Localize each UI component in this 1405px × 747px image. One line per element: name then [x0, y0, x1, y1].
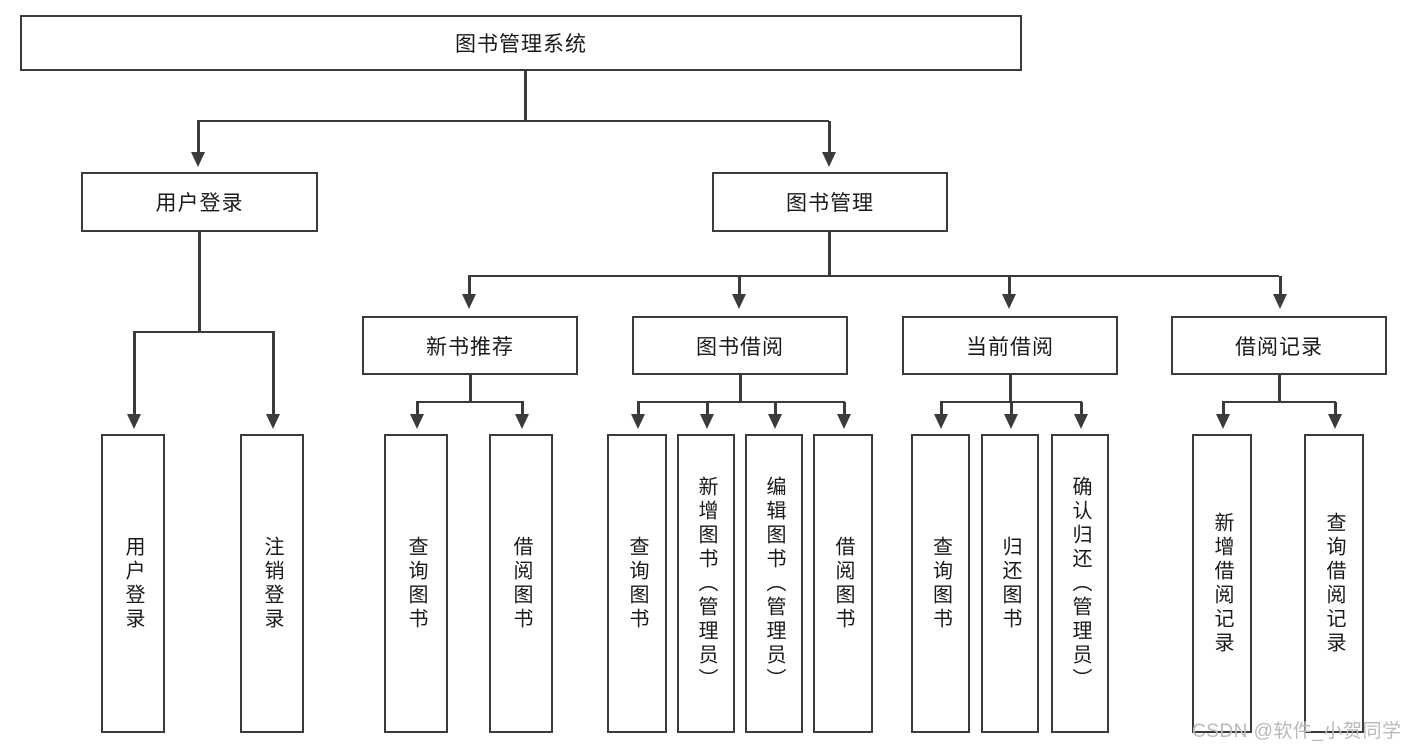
- arrow-nbr-to-leaf-2: [515, 414, 529, 429]
- leaf-label: 借阅图书: [510, 535, 532, 632]
- connector-nbr-stem: [469, 375, 472, 402]
- connector-cb-bus: [940, 400, 1082, 403]
- connector-bb-to-leaf-4: [843, 402, 846, 414]
- leaf-add-book[interactable]: 新增图书（管理员）: [677, 434, 735, 733]
- connector-br-to-leaf-2: [1334, 402, 1337, 414]
- leaf-confirm-return[interactable]: 确认归还（管理员）: [1051, 434, 1109, 733]
- arrow-user-login-to-leaf-2: [266, 414, 280, 429]
- connector-nbr-bus: [416, 400, 524, 403]
- connector-br-to-leaf-1: [1222, 402, 1225, 414]
- arrow-bb-to-leaf-1: [631, 414, 645, 429]
- arrow-br-to-leaf-2: [1328, 414, 1342, 429]
- node-current-borrow[interactable]: 当前借阅: [902, 316, 1118, 375]
- connector-bb-stem: [739, 375, 742, 402]
- arrow-nbr-to-leaf-1: [410, 414, 424, 429]
- node-label: 图书借阅: [696, 335, 784, 359]
- leaf-query-book-2[interactable]: 查询图书: [607, 434, 667, 733]
- leaf-label: 新增借阅记录: [1211, 511, 1233, 656]
- connector-root-to-book-manage: [828, 121, 831, 152]
- leaf-label: 归还图书: [999, 535, 1021, 632]
- connector-user-login-stem: [198, 232, 201, 332]
- connector-bm-to-book-borrow: [738, 276, 741, 294]
- node-label: 新书推荐: [426, 335, 514, 359]
- connector-cb-to-leaf-1: [940, 402, 943, 414]
- arrow-bb-to-leaf-3: [768, 414, 782, 429]
- arrow-cb-to-leaf-3: [1074, 414, 1088, 429]
- leaf-edit-book[interactable]: 编辑图书（管理员）: [745, 434, 803, 733]
- connector-cb-to-leaf-3: [1080, 402, 1083, 414]
- connector-bm-to-new-book-rec: [468, 276, 471, 294]
- connector-cb-stem: [1009, 375, 1012, 402]
- leaf-label: 确认归还（管理员）: [1069, 475, 1091, 692]
- leaf-logout[interactable]: 注销登录: [240, 434, 304, 733]
- leaf-query-record[interactable]: 查询借阅记录: [1304, 434, 1364, 733]
- leaf-label: 借阅图书: [832, 535, 854, 632]
- node-label: 图书管理: [786, 192, 874, 215]
- arrow-user-login-to-leaf-1: [127, 414, 141, 429]
- leaf-query-book-3[interactable]: 查询图书: [911, 434, 970, 733]
- leaf-return-book[interactable]: 归还图书: [981, 434, 1039, 733]
- node-label: 图书管理系统: [455, 33, 587, 56]
- connector-user-login-to-leaf-2: [272, 332, 275, 414]
- arrow-bm-to-borrow-record: [1273, 294, 1287, 309]
- arrow-bb-to-leaf-2: [700, 414, 714, 429]
- node-label: 当前借阅: [966, 335, 1054, 359]
- arrow-bm-to-new-book-rec: [462, 294, 476, 309]
- leaf-borrow-book-1[interactable]: 借阅图书: [489, 434, 553, 733]
- connector-cb-to-leaf-2: [1010, 402, 1013, 414]
- connector-root-bus: [197, 119, 829, 122]
- connector-root-to-user-login: [197, 121, 200, 152]
- connector-book-manage-bus: [468, 274, 1279, 277]
- leaf-add-record[interactable]: 新增借阅记录: [1192, 434, 1252, 733]
- connector-bb-to-leaf-1: [637, 402, 640, 414]
- arrow-cb-to-leaf-2: [1004, 414, 1018, 429]
- connector-nbr-to-leaf-2: [521, 402, 524, 414]
- connector-bb-bus: [637, 400, 845, 403]
- leaf-label: 查询图书: [929, 535, 952, 632]
- connector-bm-to-current-borrow: [1008, 276, 1011, 294]
- arrow-root-to-book-manage: [822, 152, 836, 167]
- leaf-label: 编辑图书（管理员）: [763, 475, 785, 692]
- leaf-label: 查询图书: [626, 535, 648, 632]
- arrow-bb-to-leaf-4: [837, 414, 851, 429]
- node-new-book-rec[interactable]: 新书推荐: [362, 316, 578, 375]
- leaf-label: 查询借阅记录: [1323, 511, 1345, 656]
- node-label: 用户登录: [155, 192, 244, 215]
- connector-user-login-bus: [133, 330, 275, 333]
- connector-bb-to-leaf-2: [706, 402, 709, 414]
- node-borrow-record[interactable]: 借阅记录: [1171, 316, 1387, 375]
- connector-br-bus: [1222, 400, 1336, 403]
- connector-nbr-to-leaf-1: [416, 402, 419, 414]
- connector-root-stem: [524, 71, 527, 121]
- leaf-user-login[interactable]: 用户登录: [101, 434, 165, 733]
- node-book-manage[interactable]: 图书管理: [712, 172, 948, 232]
- node-root[interactable]: 图书管理系统: [20, 15, 1022, 71]
- leaf-label: 注销登录: [261, 535, 283, 632]
- node-user-login[interactable]: 用户登录: [81, 172, 318, 232]
- arrow-cb-to-leaf-1: [934, 414, 948, 429]
- connector-book-manage-stem: [828, 232, 831, 276]
- arrow-bm-to-book-borrow: [732, 294, 746, 309]
- arrow-bm-to-current-borrow: [1002, 294, 1016, 309]
- connector-br-stem: [1278, 375, 1281, 402]
- connector-bm-to-borrow-record: [1279, 276, 1282, 294]
- arrow-root-to-user-login: [191, 152, 205, 167]
- node-book-borrow[interactable]: 图书借阅: [632, 316, 848, 375]
- leaf-query-book-1[interactable]: 查询图书: [384, 434, 448, 733]
- leaf-borrow-book-2[interactable]: 借阅图书: [813, 434, 873, 733]
- leaf-label: 新增图书（管理员）: [695, 475, 717, 692]
- arrow-br-to-leaf-1: [1216, 414, 1230, 429]
- leaf-label: 查询图书: [405, 535, 427, 632]
- connector-bb-to-leaf-3: [774, 402, 777, 414]
- node-label: 借阅记录: [1235, 335, 1323, 359]
- connector-user-login-to-leaf-1: [133, 332, 136, 414]
- leaf-label: 用户登录: [122, 535, 144, 632]
